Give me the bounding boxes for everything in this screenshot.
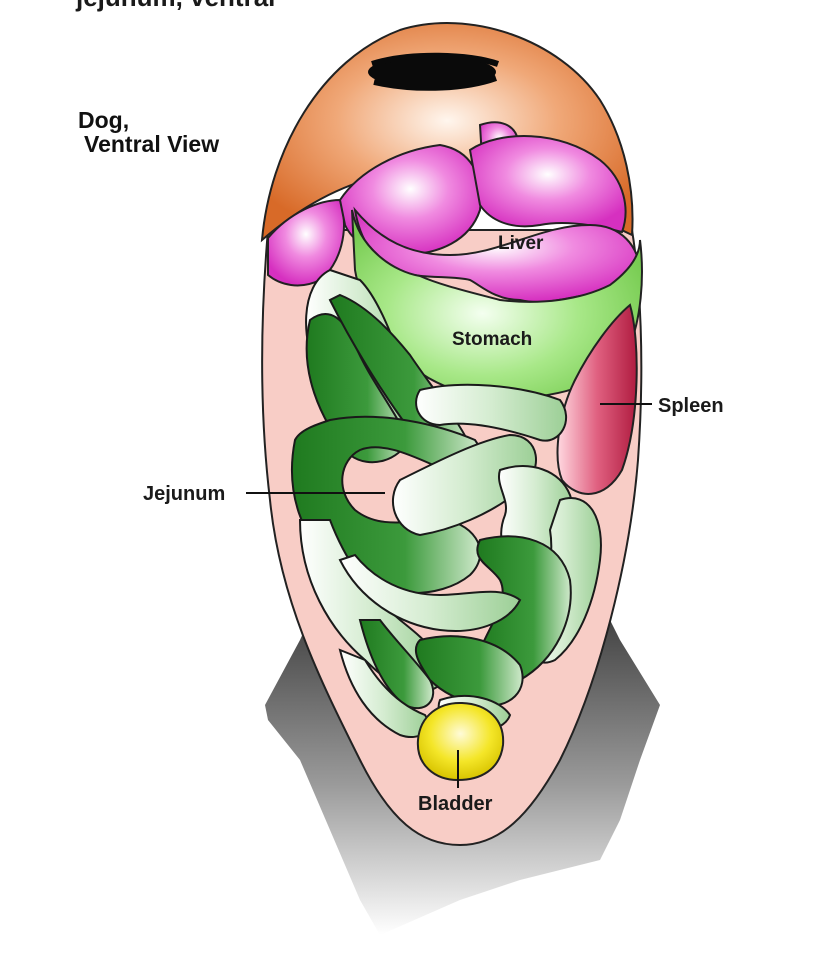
title-line-2: Ventral View bbox=[84, 131, 220, 157]
jejunum bbox=[291, 268, 602, 738]
liver bbox=[267, 121, 642, 304]
liver-label: Liver bbox=[498, 233, 544, 254]
spleen-label: Spleen bbox=[658, 395, 724, 417]
stomach-label: Stomach bbox=[452, 329, 532, 350]
bladder-label: Bladder bbox=[418, 793, 493, 815]
bladder bbox=[416, 701, 505, 782]
title-line-1: Dog, bbox=[78, 107, 130, 133]
header-fragment: jejunum, ventral bbox=[75, 0, 275, 12]
jejunum-label: Jejunum bbox=[143, 483, 225, 505]
redaction-scribble bbox=[368, 52, 500, 91]
spleen bbox=[556, 303, 638, 495]
